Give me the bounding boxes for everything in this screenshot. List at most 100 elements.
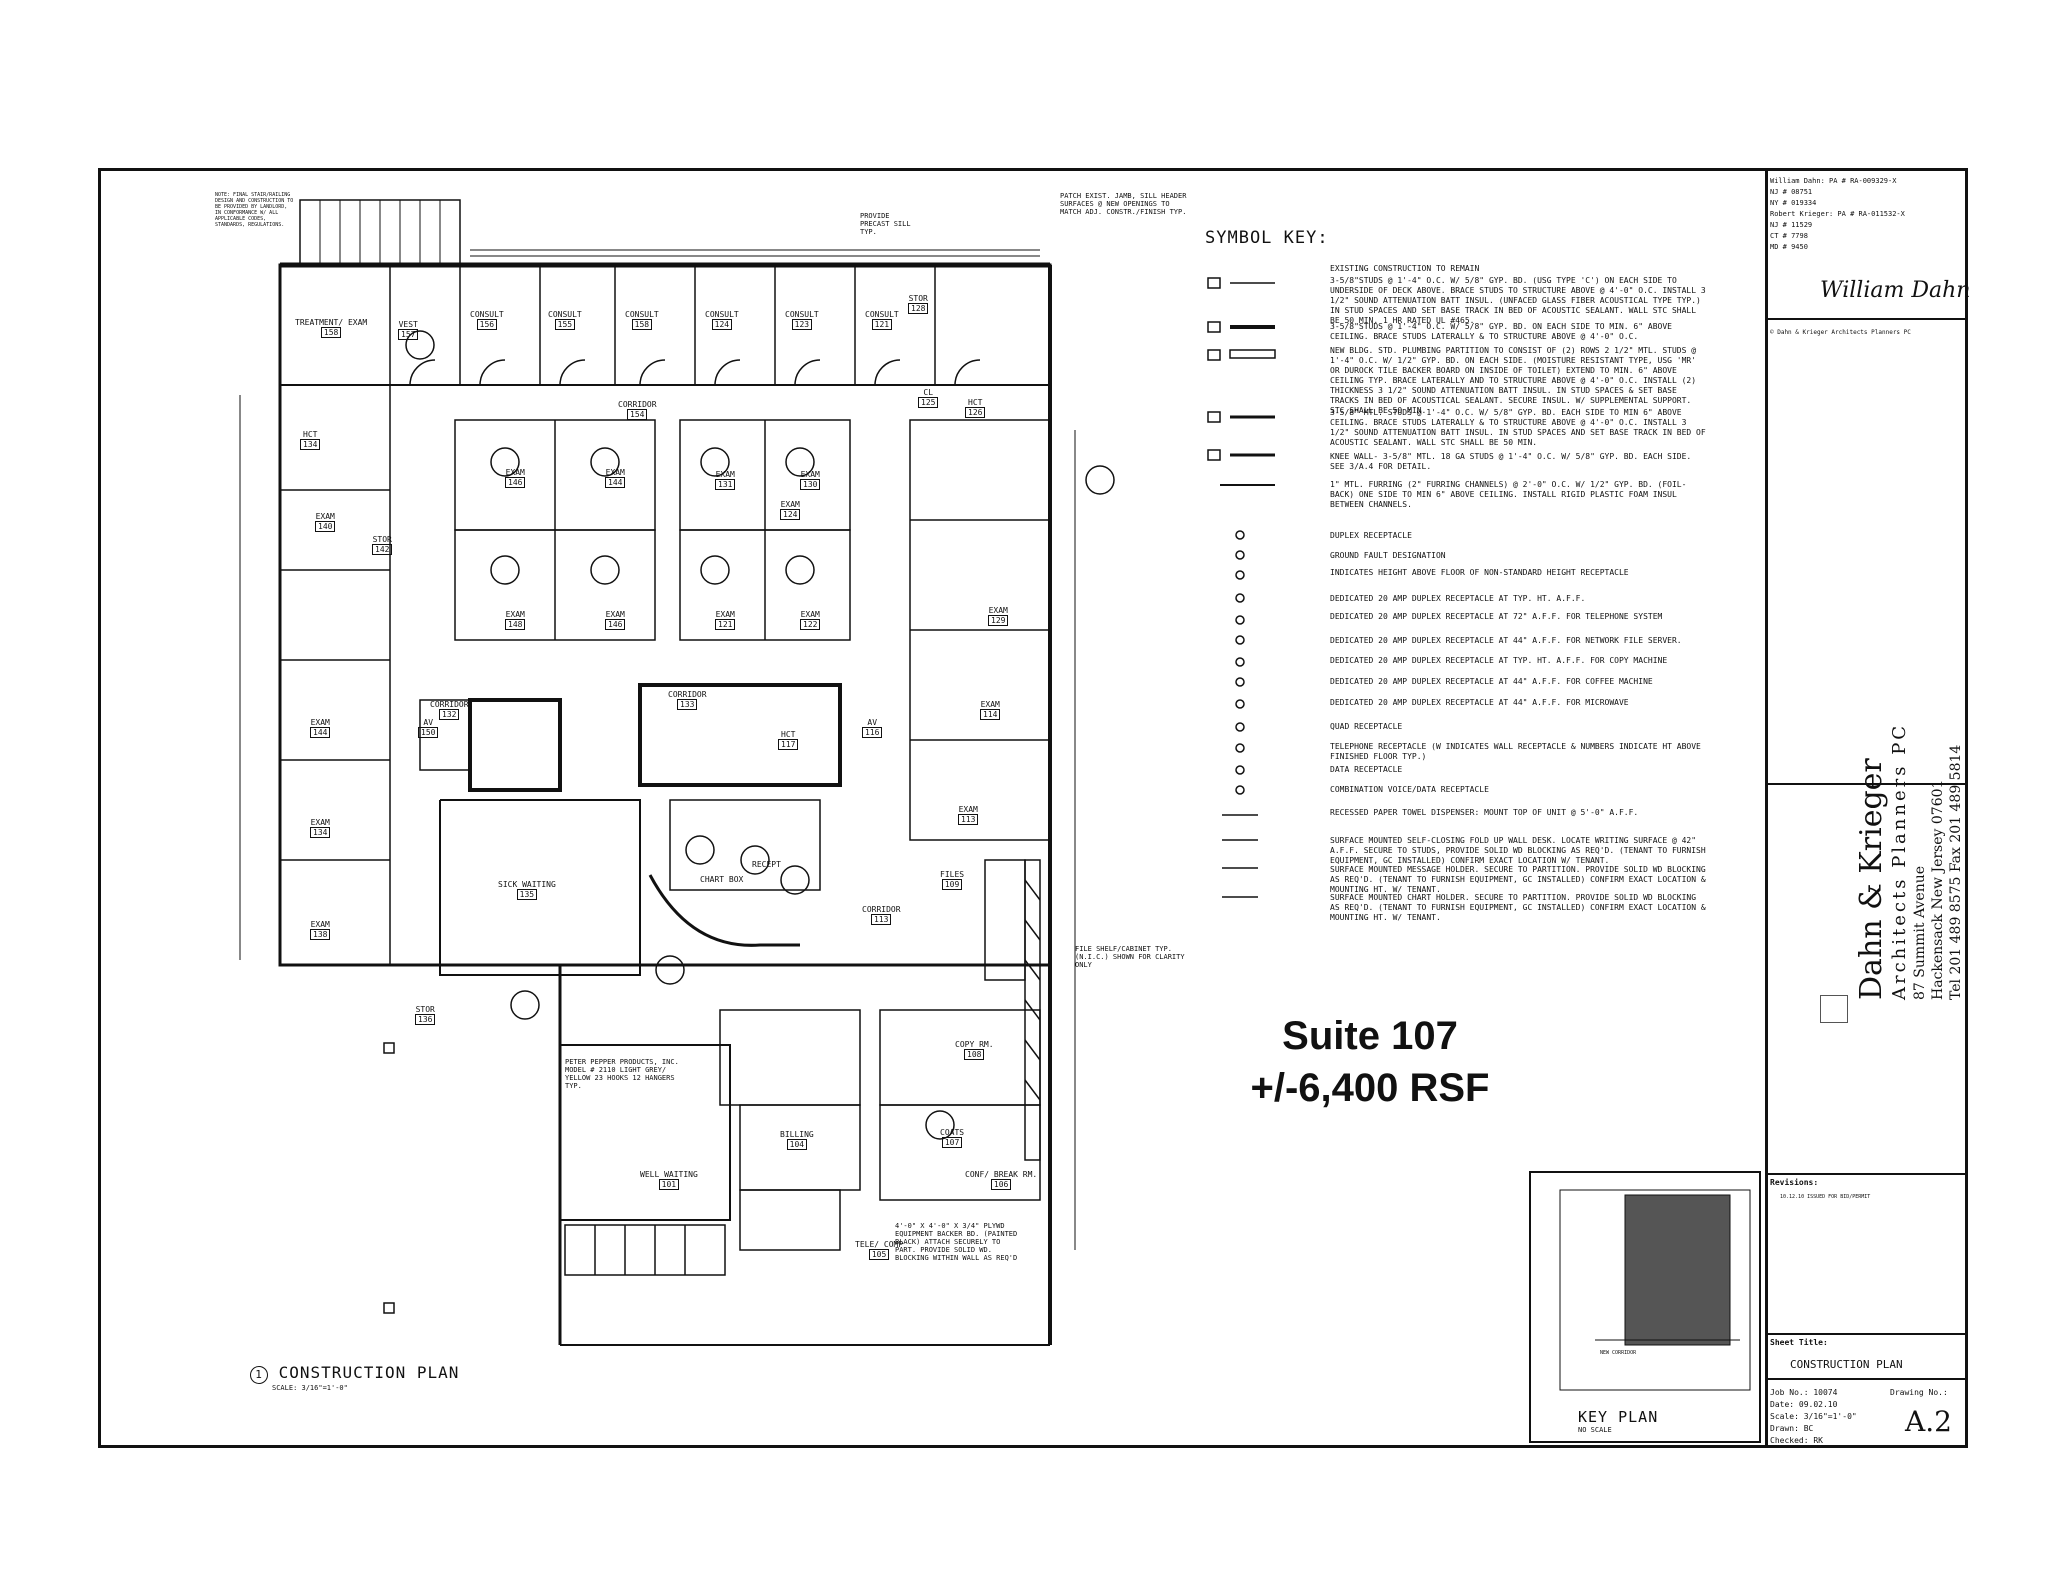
room-number: 126 <box>965 407 986 418</box>
symbol-key-electrical: TELEPHONE RECEPTACLE (W INDICATES WALL R… <box>1330 742 1701 761</box>
firm-credit: © Dahn & Krieger Architects Planners PC <box>1770 329 1911 336</box>
sheet-date: Date: 09.02.10 <box>1770 1400 1838 1409</box>
room-name: RECEPT <box>752 860 781 869</box>
room-number: 130 <box>800 479 821 490</box>
plan-title: 1 CONSTRUCTION PLAN SCALE: 3/16"=1'-0" <box>250 1363 459 1392</box>
room-name: STOR <box>415 1005 435 1014</box>
room-number: 124 <box>780 509 801 520</box>
symbol-key-electrical: SURFACE MOUNTED MESSAGE HOLDER. SECURE T… <box>1330 865 1706 894</box>
symbol-key-electrical: DEDICATED 20 AMP DUPLEX RECEPTACLE AT TY… <box>1330 656 1668 665</box>
jamb-note: PATCH EXIST. JAMB, SILL HEADER SURFACES … <box>1060 192 1187 216</box>
sheet-scale: Scale: 3/16"=1'-0" <box>1770 1412 1857 1421</box>
license-line: NJ # 11529 <box>1770 221 1813 229</box>
plan-label: CONSTRUCTION PLAN <box>278 1363 460 1382</box>
room-number: 150 <box>418 727 439 738</box>
room-number: 121 <box>715 619 736 630</box>
symbol-key-electrical: DEDICATED 20 AMP DUPLEX RECEPTACLE AT 44… <box>1330 677 1653 686</box>
room-name: CONSULT <box>785 310 819 319</box>
revisions-entry: 10.12.10 ISSUED FOR BID/PERMIT <box>1780 1194 1871 1200</box>
room-number: 132 <box>439 709 460 720</box>
suite-area: +/-6,400 RSF <box>1250 1066 1490 1110</box>
room-number: 156 <box>476 319 498 330</box>
license-line: NY # 019334 <box>1770 199 1817 207</box>
room-name: FILES <box>940 870 965 879</box>
room-number: 109 <box>941 879 963 890</box>
room-name: TELE/ COMP <box>855 1240 904 1249</box>
room-name: CONSULT <box>625 310 659 319</box>
symbol-key-title: SYMBOL KEY: <box>1205 228 1329 248</box>
key-plan-title: KEY PLAN NO SCALE <box>1578 1408 1658 1434</box>
room-number: 117 <box>778 739 799 750</box>
symbol-key-electrical: DEDICATED 20 AMP DUPLEX RECEPTACLE AT TY… <box>1330 594 1586 603</box>
room-number: 108 <box>964 1049 985 1060</box>
symbol-key-electrical: DEDICATED 20 AMP DUPLEX RECEPTACLE AT 44… <box>1330 636 1682 645</box>
job-no: Job No.: 10074 <box>1770 1388 1838 1397</box>
room-number: 131 <box>715 479 736 490</box>
room-name: EXAM <box>800 470 820 479</box>
room-number: 107 <box>941 1137 963 1148</box>
drawing-number: A.2 <box>1905 1405 1952 1438</box>
room-number: 158 <box>320 327 342 338</box>
room-name: COATS <box>940 1128 965 1137</box>
room-name: VEST <box>398 320 418 329</box>
suite-number: Suite 107 <box>1282 1014 1458 1058</box>
room-label: COPY RM.108 <box>955 1040 994 1060</box>
symbol-key-partition: EXISTING CONSTRUCTION TO REMAIN <box>1330 264 1480 273</box>
firm-address1: 87 Summit Avenue <box>1912 865 1928 1000</box>
room-number: 133 <box>677 699 698 710</box>
room-name: BILLING <box>780 1130 814 1139</box>
symbol-key-electrical: RECESSED PAPER TOWEL DISPENSER: MOUNT TO… <box>1330 808 1639 817</box>
checked-by: Checked: RK <box>1770 1436 1823 1445</box>
room-name: EXAM <box>315 512 335 521</box>
room-label: CONF/ BREAK RM.106 <box>965 1170 1037 1190</box>
room-number: 138 <box>310 929 331 940</box>
symbol-key-electrical: GROUND FAULT DESIGNATION <box>1330 551 1446 560</box>
room-number: 146 <box>505 477 526 488</box>
room-name: TREATMENT/ EXAM <box>295 318 368 327</box>
room-name: CORRIDOR <box>618 400 657 409</box>
drawing-number-label: Drawing No.: <box>1890 1388 1948 1397</box>
license-line: Robert Krieger: PA # RA-011532-X <box>1770 210 1905 218</box>
suite-callout: Suite 107 +/-6,400 RSF <box>1220 1010 1520 1114</box>
room-name: EXAM <box>988 606 1008 615</box>
room-name: HCT <box>968 398 983 407</box>
room-number: 105 <box>868 1249 890 1260</box>
room-number: 129 <box>988 615 1009 626</box>
symbol-key-electrical: DUPLEX RECEPTACLE <box>1330 531 1412 540</box>
room-number: 113 <box>958 814 979 825</box>
room-name: COPY RM. <box>955 1040 994 1049</box>
license-line: William Dahn: PA # RA-009329-X <box>1770 177 1897 185</box>
firm-logo-box <box>1820 995 1848 1023</box>
room-number: 134 <box>310 827 331 838</box>
room-number: 101 <box>658 1179 680 1190</box>
firm-address2: Hackensack New Jersey 07601 <box>1930 779 1946 1000</box>
room-name: CONF/ BREAK RM. <box>965 1170 1038 1179</box>
symbol-key-electrical: COMBINATION VOICE/DATA RECEPTACLE <box>1330 785 1489 794</box>
plywood-note: 4'-0" X 4'-0" X 3/4" PLYWD EQUIPMENT BAC… <box>895 1222 1018 1262</box>
symbol-key-electrical: QUAD RECEPTACLE <box>1330 722 1403 731</box>
room-number: 144 <box>605 477 626 488</box>
room-number: 154 <box>627 409 648 420</box>
